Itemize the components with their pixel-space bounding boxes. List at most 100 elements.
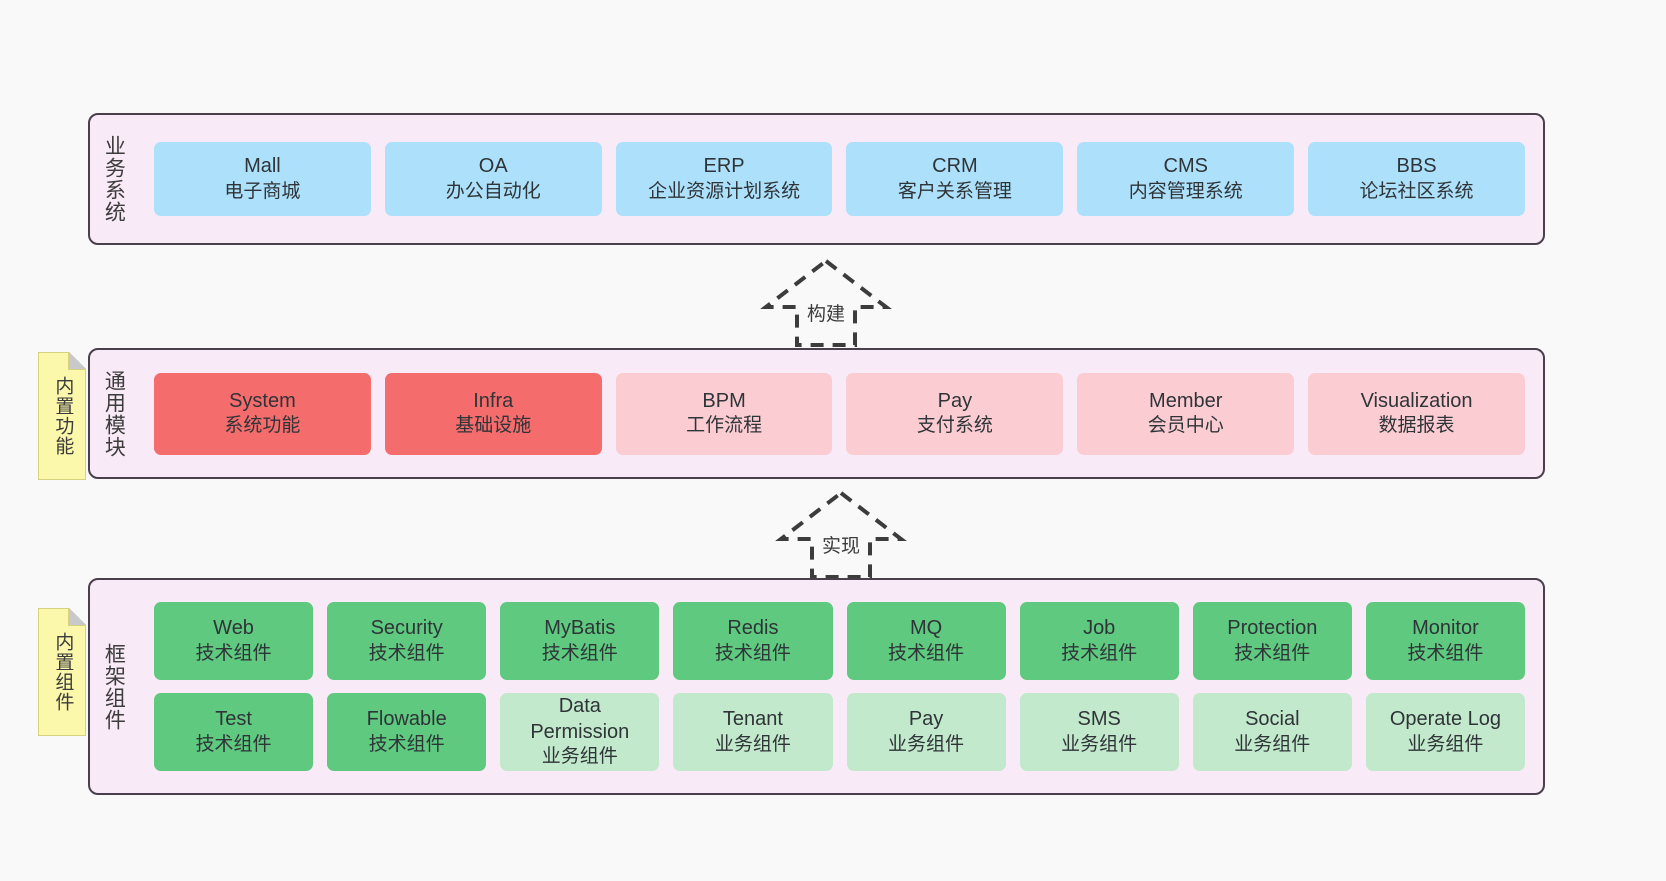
node-system[interactable]: System 系统功能	[154, 372, 371, 455]
node-desc: 会员中心	[1147, 415, 1224, 437]
layer-body-business-system: Mall 电子商城 OA 办公自动化 ERP 企业资源计划系统 CRM 客户关系…	[136, 115, 1543, 243]
node-title: Tenant	[722, 708, 783, 731]
node-visualization[interactable]: Visualization 数据报表	[1308, 372, 1525, 455]
node-desc: 办公自动化	[445, 180, 541, 202]
node-desc: 系统功能	[224, 415, 301, 437]
node-desc: 支付系统	[916, 415, 993, 437]
node-protection[interactable]: Protection 技术组件	[1192, 602, 1352, 680]
node-redis[interactable]: Redis 技术组件	[673, 602, 833, 680]
node-desc: 工作流程	[686, 415, 763, 437]
node-desc: 数据报表	[1378, 415, 1455, 437]
node-title: Test	[215, 708, 252, 731]
node-desc: 基础设施	[455, 415, 532, 437]
connector-build: 构建	[736, 255, 916, 347]
node-sms[interactable]: SMS 业务组件	[1019, 693, 1179, 771]
node-title: MyBatis	[544, 617, 616, 640]
node-member[interactable]: Member 会员中心	[1077, 372, 1295, 455]
node-social[interactable]: Social 业务组件	[1192, 693, 1352, 771]
node-desc: 技术组件	[541, 642, 618, 664]
node-title: Web	[213, 617, 254, 640]
node-desc: 技术组件	[368, 642, 445, 664]
node-title: System	[229, 389, 296, 412]
node-desc: 业务组件	[1061, 733, 1138, 755]
node-operate-log[interactable]: Operate Log 业务组件	[1365, 693, 1525, 771]
node-desc: 技术组件	[1061, 642, 1138, 664]
node-crm[interactable]: CRM 客户关系管理	[846, 142, 1064, 216]
layer-body-common-modules: System 系统功能 Infra 基础设施 BPM 工作流程 Pay 支付系统…	[136, 350, 1543, 477]
node-pay-component[interactable]: Pay 业务组件	[846, 693, 1006, 771]
node-title: Pay	[937, 389, 973, 412]
node-oa[interactable]: OA 办公自动化	[384, 142, 602, 216]
node-title: Protection	[1227, 617, 1318, 640]
node-desc: 技术组件	[195, 733, 272, 755]
node-desc: 技术组件	[714, 642, 791, 664]
node-title: Pay	[908, 708, 944, 731]
framework-tech-row: Web 技术组件 Security 技术组件 MyBatis 技术组件 Redi…	[154, 602, 1525, 680]
generalization-arrow-icon	[760, 258, 892, 347]
node-desc: 客户关系管理	[897, 180, 1012, 202]
connector-label-implement: 实现	[821, 536, 860, 557]
layer-common-modules: 通用模块 System 系统功能 Infra 基础设施 BPM 工作流程 Pay…	[88, 348, 1545, 479]
node-desc: 业务组件	[1407, 733, 1484, 755]
node-desc: 电子商城	[224, 180, 301, 202]
node-title: Monitor	[1412, 617, 1479, 640]
node-title: CMS	[1163, 155, 1208, 178]
node-title: Data Permission	[530, 695, 630, 743]
node-desc: 内容管理系统	[1128, 180, 1243, 202]
node-cms[interactable]: CMS 内容管理系统	[1077, 142, 1295, 216]
connector-label-build: 构建	[806, 304, 845, 325]
sticky-note-builtin-features: 内置功能	[38, 352, 86, 480]
node-desc: 技术组件	[1234, 642, 1311, 664]
layer-body-framework-components: Web 技术组件 Security 技术组件 MyBatis 技术组件 Redi…	[136, 580, 1543, 793]
node-bbs[interactable]: BBS 论坛社区系统	[1308, 142, 1525, 216]
node-data-permission[interactable]: Data Permission 业务组件	[500, 693, 660, 771]
common-node-row: System 系统功能 Infra 基础设施 BPM 工作流程 Pay 支付系统…	[154, 372, 1525, 455]
layer-framework-components: 框架组件 Web 技术组件 Security 技术组件 MyBatis 技术组件…	[88, 578, 1545, 795]
node-title: SMS	[1077, 708, 1121, 731]
layer-business-system: 业务系统 Mall 电子商城 OA 办公自动化 ERP 企业资源计划系统 CRM…	[88, 113, 1545, 245]
node-title: Infra	[473, 389, 514, 412]
node-desc: 企业资源计划系统	[648, 180, 801, 202]
node-desc: 业务组件	[714, 733, 791, 755]
sticky-note-builtin-components: 内置组件	[38, 608, 86, 736]
node-title: BPM	[702, 389, 746, 412]
generalization-arrow-icon	[775, 490, 907, 579]
node-title: Security	[370, 617, 443, 640]
node-title: Visualization	[1360, 389, 1473, 412]
layer-label-common-modules: 通用模块	[102, 369, 126, 458]
node-title: BBS	[1396, 155, 1437, 178]
node-title: MQ	[909, 617, 943, 640]
node-desc: 业务组件	[541, 746, 618, 768]
node-infra[interactable]: Infra 基础设施	[384, 372, 602, 455]
node-erp[interactable]: ERP 企业资源计划系统	[615, 142, 833, 216]
sticky-note-label: 内置功能	[52, 376, 74, 456]
node-title: Job	[1083, 617, 1116, 640]
framework-biz-row: Test 技术组件 Flowable 技术组件 Data Permission …	[154, 693, 1525, 771]
node-desc: 业务组件	[1234, 733, 1311, 755]
node-desc: 技术组件	[888, 642, 965, 664]
node-desc: 业务组件	[888, 733, 965, 755]
node-test[interactable]: Test 技术组件	[154, 693, 314, 771]
layer-label-business-system: 业务系统	[102, 135, 126, 223]
node-web[interactable]: Web 技术组件	[154, 602, 314, 680]
node-monitor[interactable]: Monitor 技术组件	[1365, 602, 1525, 680]
node-bpm[interactable]: BPM 工作流程	[615, 372, 833, 455]
node-tenant[interactable]: Tenant 业务组件	[673, 693, 833, 771]
business-node-row: Mall 电子商城 OA 办公自动化 ERP 企业资源计划系统 CRM 客户关系…	[154, 142, 1525, 216]
node-desc: 技术组件	[1407, 642, 1484, 664]
node-security[interactable]: Security 技术组件	[327, 602, 487, 680]
node-pay-module[interactable]: Pay 支付系统	[846, 372, 1064, 455]
node-mall[interactable]: Mall 电子商城	[154, 142, 371, 216]
connector-implement: 实现	[751, 487, 931, 579]
node-mybatis[interactable]: MyBatis 技术组件	[500, 602, 660, 680]
node-title: Operate Log	[1389, 708, 1502, 731]
node-mq[interactable]: MQ 技术组件	[846, 602, 1006, 680]
node-flowable[interactable]: Flowable 技术组件	[327, 693, 487, 771]
node-job[interactable]: Job 技术组件	[1019, 602, 1179, 680]
node-title: Redis	[727, 617, 779, 640]
node-title: Social	[1245, 708, 1300, 731]
node-title: Member	[1149, 389, 1223, 412]
node-title: CRM	[932, 155, 978, 178]
node-desc: 论坛社区系统	[1359, 180, 1474, 202]
